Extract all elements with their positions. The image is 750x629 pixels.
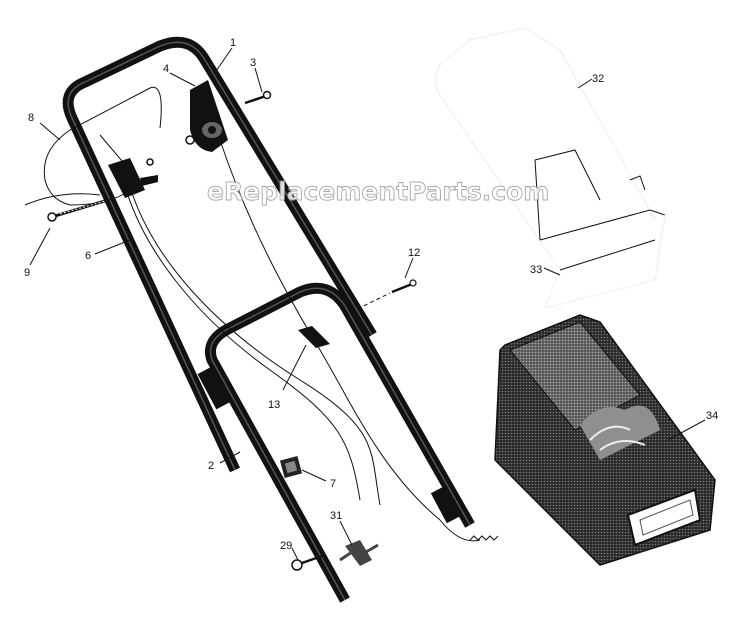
screw-3 xyxy=(244,90,272,105)
callout-3: 3 xyxy=(250,57,256,69)
callout-29: 29 xyxy=(280,540,292,552)
grass-bag-34 xyxy=(494,314,716,566)
callout-2: 2 xyxy=(208,460,214,472)
wing-nut-31 xyxy=(339,540,379,566)
bolt-9 xyxy=(47,198,109,222)
callout-8: 8 xyxy=(28,112,34,124)
pin-12 xyxy=(344,279,417,316)
carriage-bolt-29 xyxy=(291,554,323,571)
grass-bag-frame-32 xyxy=(435,27,666,271)
callout-7: 7 xyxy=(330,478,336,490)
leader-lines xyxy=(29,47,706,561)
callout-31: 31 xyxy=(330,510,342,522)
callout-33: 33 xyxy=(530,264,542,276)
engine-control-4 xyxy=(185,80,228,152)
lower-handle xyxy=(197,282,475,603)
cable-clip-13 xyxy=(298,326,330,348)
bail-control-6 xyxy=(99,134,158,198)
upper-handle xyxy=(62,36,377,473)
callout-1: 1 xyxy=(230,37,236,49)
callout-12: 12 xyxy=(408,247,420,259)
control-cables xyxy=(121,139,481,542)
bag-frame-33 xyxy=(544,214,666,309)
callout-13: 13 xyxy=(268,399,280,411)
cable-spring xyxy=(469,535,499,541)
callout-4: 4 xyxy=(163,63,169,75)
cable-tie-7 xyxy=(279,455,303,479)
callout-labels: 1 2 3 4 6 7 8 9 12 13 29 31 32 33 34 xyxy=(24,37,718,552)
callout-9: 9 xyxy=(24,267,30,279)
watermark-text: eReplacementParts.com xyxy=(207,177,549,206)
callout-34: 34 xyxy=(706,410,718,422)
callout-6: 6 xyxy=(85,250,91,262)
callout-32: 32 xyxy=(592,73,604,85)
